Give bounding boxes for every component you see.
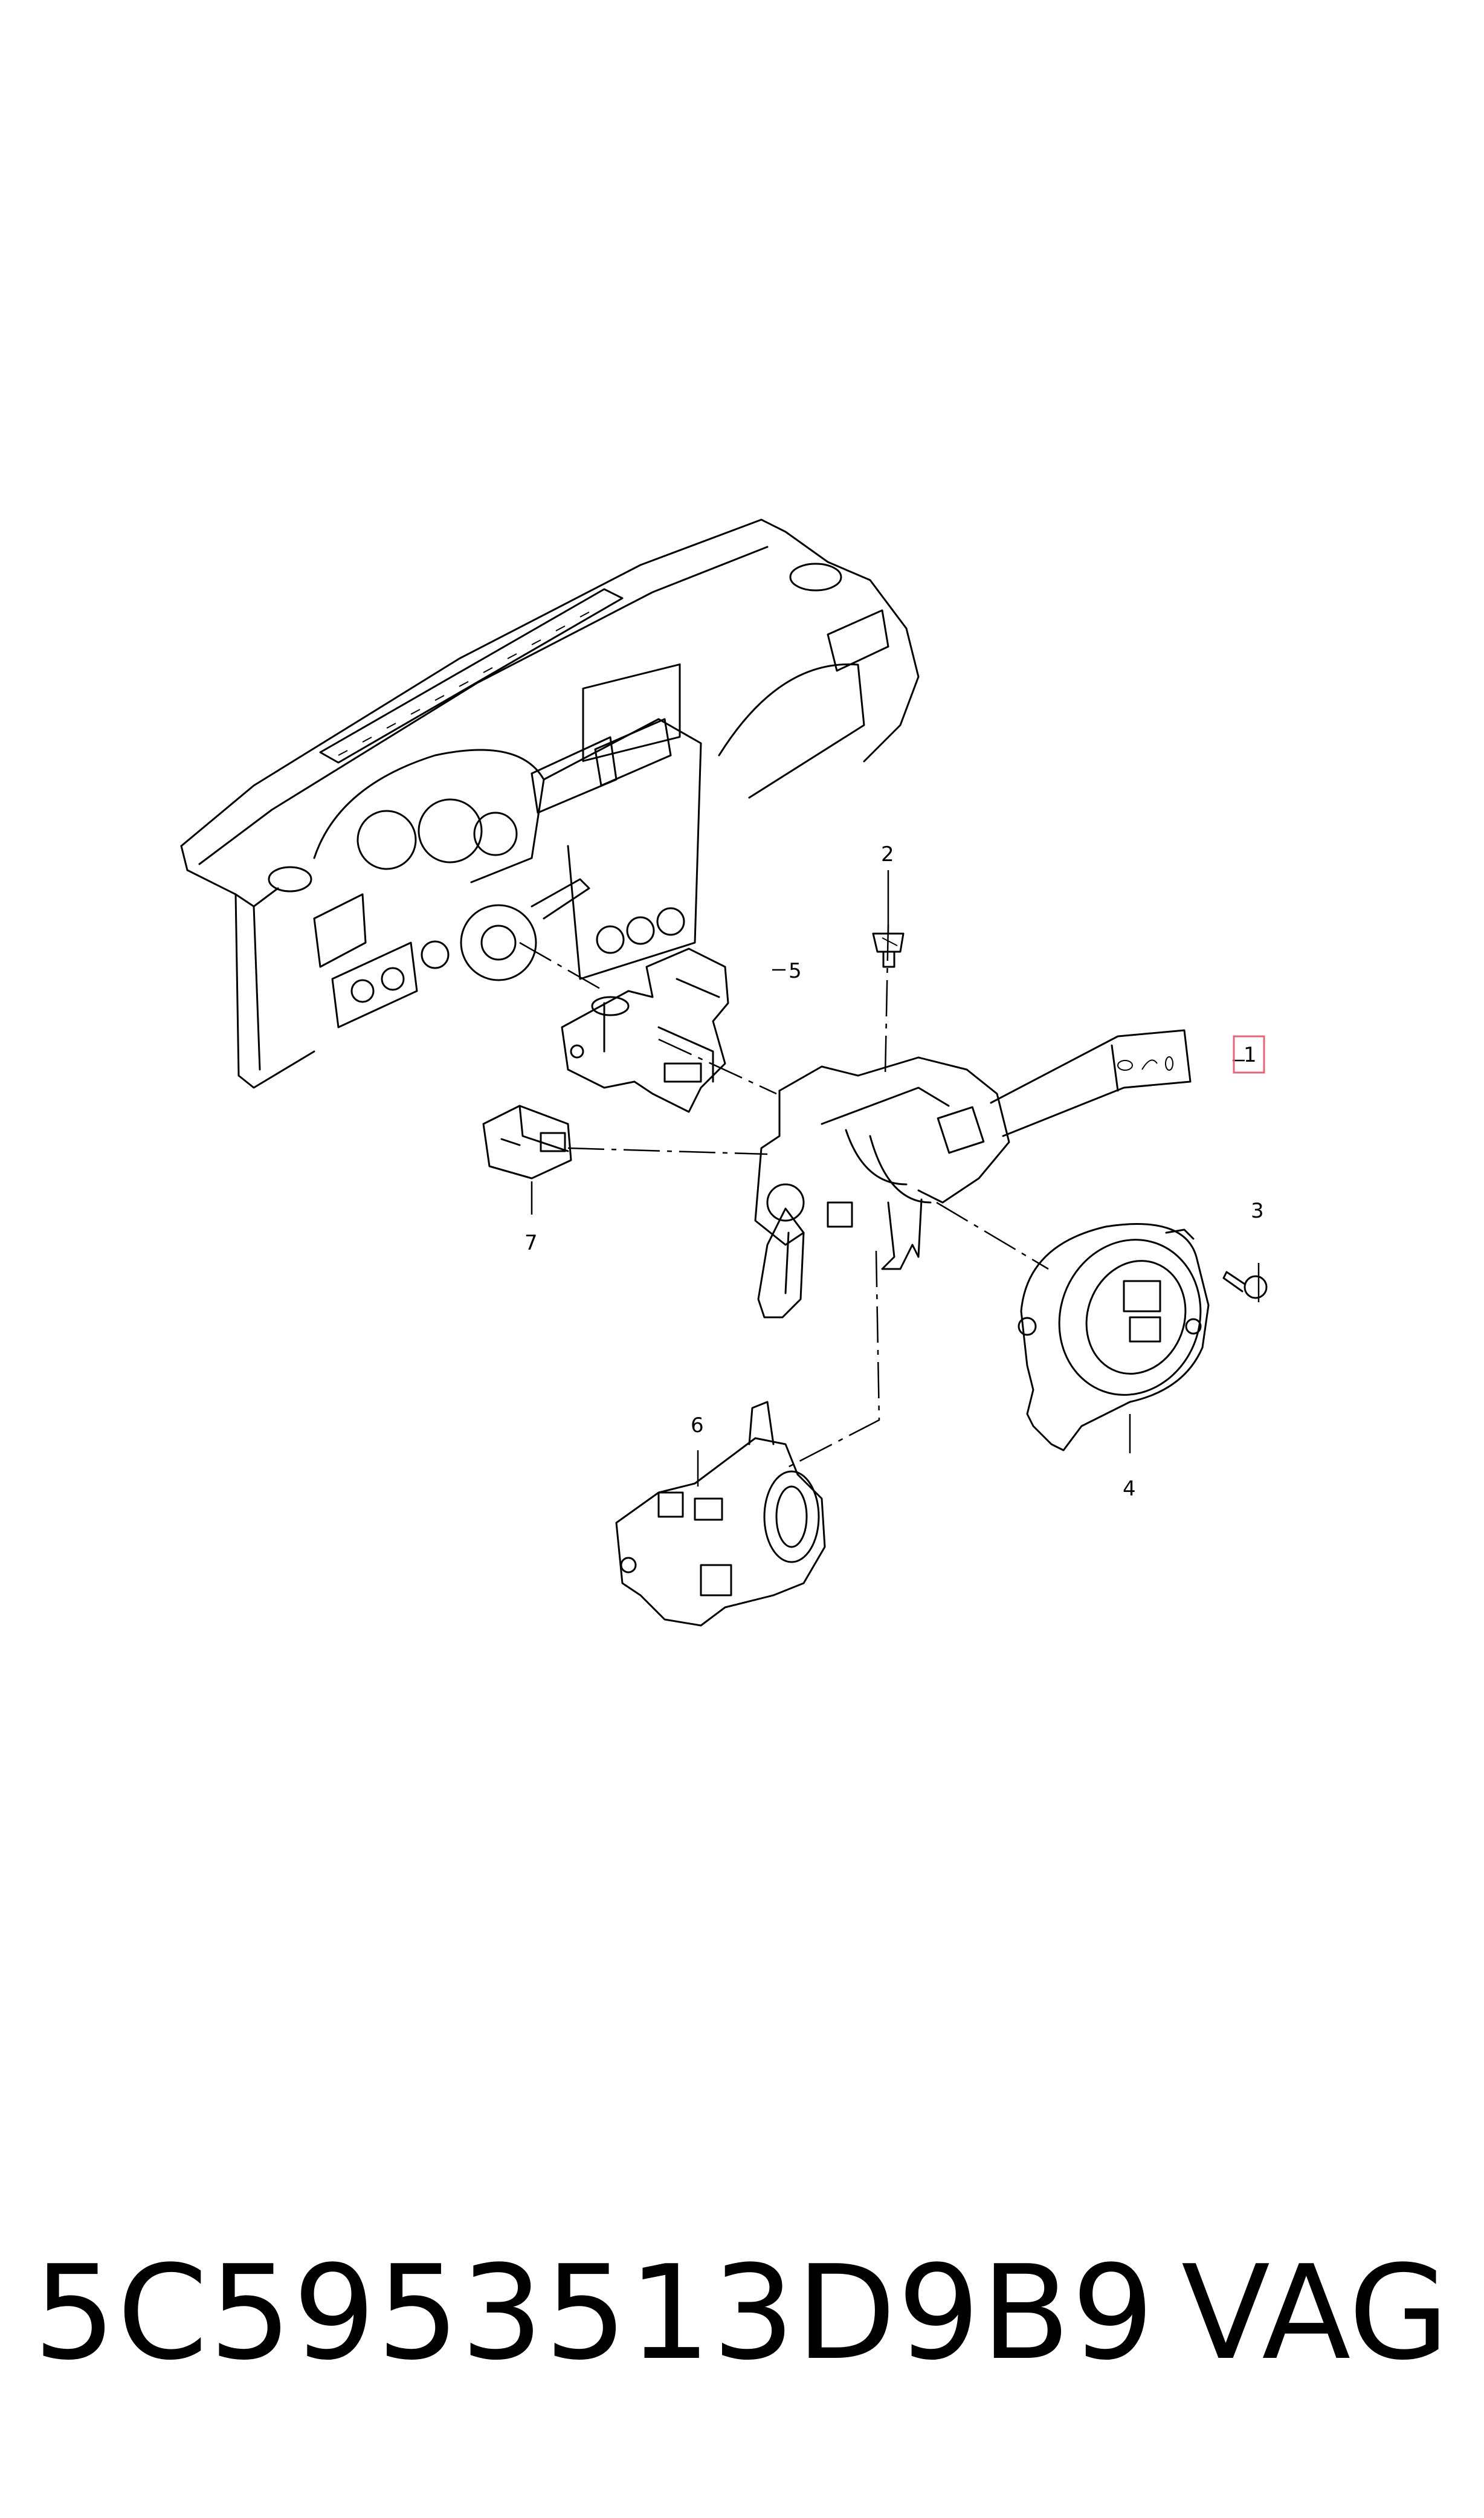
bracket-part-5 [561,947,729,1113]
screw-part-2 [872,932,905,968]
callout-2: 2 [881,842,894,867]
callout-labels: 1 2 3 4 5 6 7 [524,842,1265,1501]
dashboard-illustration [180,518,920,1089]
brand-label: VAG [1181,2237,1450,2389]
combination-switch-part-1 [754,1029,1192,1319]
callout-5: 5 [789,959,802,983]
bolt-part-3 [1222,1271,1268,1299]
callout-4: 4 [1123,1477,1136,1501]
ignition-lock-part-6 [615,1401,826,1627]
callout-1-highlight-box [1233,1035,1265,1074]
callout-7: 7 [524,1231,538,1255]
parts-diagram: 1 2 3 4 5 6 7 [180,518,1268,1627]
callout-1: 1 [1244,1043,1257,1067]
connector-part-7 [482,1105,572,1180]
part-number: 5C5953513D9B9 [33,2237,1156,2389]
callout-3: 3 [1251,1199,1264,1223]
leader-lines [519,870,1260,1487]
clock-spring-part-4 [1018,1223,1210,1451]
callout-6: 6 [691,1413,704,1438]
